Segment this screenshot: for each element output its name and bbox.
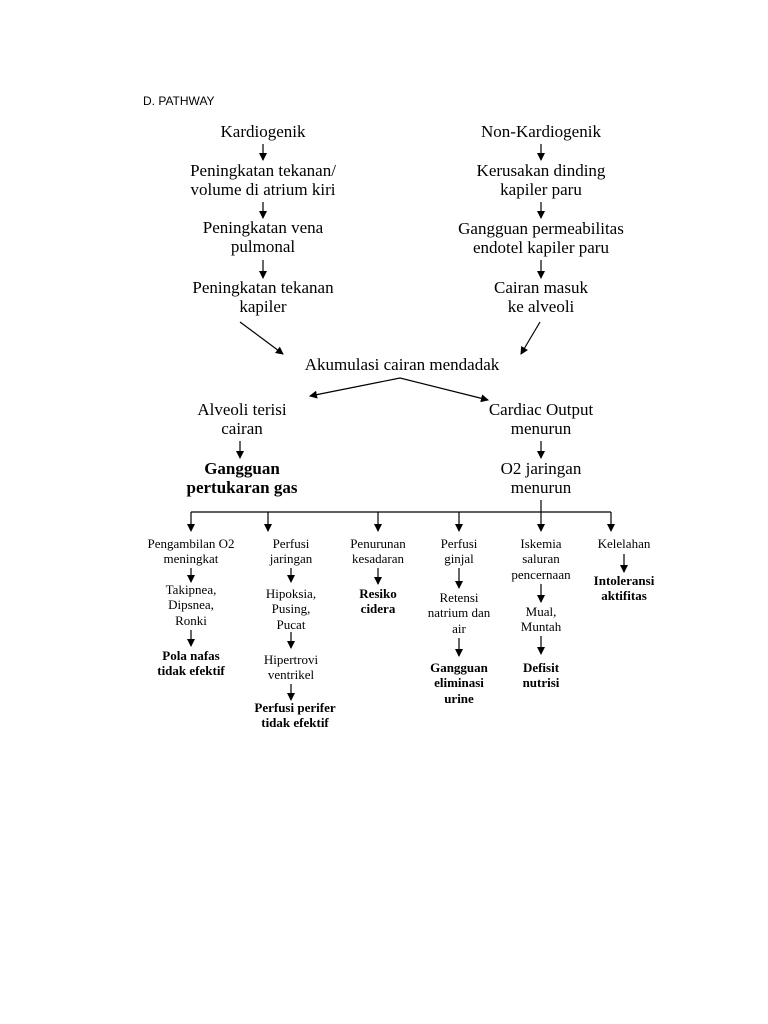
col5-head: Iskemia saluran pencernaan [511, 536, 571, 582]
node-cairan-masuk: Cairan masuk ke alveoli [494, 278, 588, 317]
node-peningkatan-tekanan-volume: Peningkatan tekanan/ volume di atrium ki… [190, 161, 336, 200]
col4-mid: Retensi natrium dan air [427, 590, 491, 636]
arrow-right-to-center [520, 321, 541, 355]
node-non-kardiogenik: Non-Kardiogenik [481, 122, 601, 141]
node-kardiogenik: Kardiogenik [220, 122, 306, 141]
col1-head: Pengambilan O2 meningkat [147, 536, 235, 567]
col4-result: Gangguan eliminasi urine [430, 660, 488, 706]
node-gangguan-permeabilitas: Gangguan permeabilitas endotel kapiler p… [458, 219, 624, 258]
node-cardiac-output: Cardiac Output menurun [488, 400, 594, 439]
col2-result: Perfusi perifer tidak efektif [254, 700, 336, 731]
col5-result: Defisit nutrisi [522, 660, 560, 691]
node-o2-jaringan: O2 jaringan menurun [500, 459, 582, 498]
col2-head: Perfusi jaringan [269, 536, 313, 567]
col6-head: Kelelahan [597, 536, 651, 551]
col3-result: Resiko cidera [359, 586, 397, 617]
col6-result: Intoleransi aktifitas [593, 573, 655, 604]
col1-mid: Takipnea, Dipsnea, Ronki [165, 582, 217, 628]
node-alveoli-terisi: Alveoli terisi cairan [197, 400, 287, 439]
col3-head: Penurunan kesadaran [350, 536, 406, 567]
col4-head: Perfusi ginjal [440, 536, 478, 567]
node-akumulasi-cairan: Akumulasi cairan mendadak [304, 355, 500, 374]
node-peningkatan-vena-pulmonal: Peningkatan vena pulmonal [202, 218, 324, 257]
node-kerusakan-dinding: Kerusakan dinding kapiler paru [476, 161, 606, 200]
arrow-center-to-right [399, 377, 489, 403]
node-gangguan-pertukaran-gas: Gangguan pertukaran gas [186, 459, 298, 498]
diagram-heading: D. PATHWAY [143, 94, 215, 108]
arrow-center-to-left [309, 377, 401, 399]
col2-mid: Hipoksia, Pusing, Pucat [265, 586, 317, 632]
arrow-left-to-center [239, 321, 284, 355]
col1-result: Pola nafas tidak efektif [157, 648, 225, 679]
col5-mid: Mual, Muntah [520, 604, 562, 635]
node-peningkatan-tekanan-kapiler: Peningkatan tekanan kapiler [192, 278, 334, 317]
col2-mid2: Hipertrovi ventrikel [263, 652, 319, 683]
